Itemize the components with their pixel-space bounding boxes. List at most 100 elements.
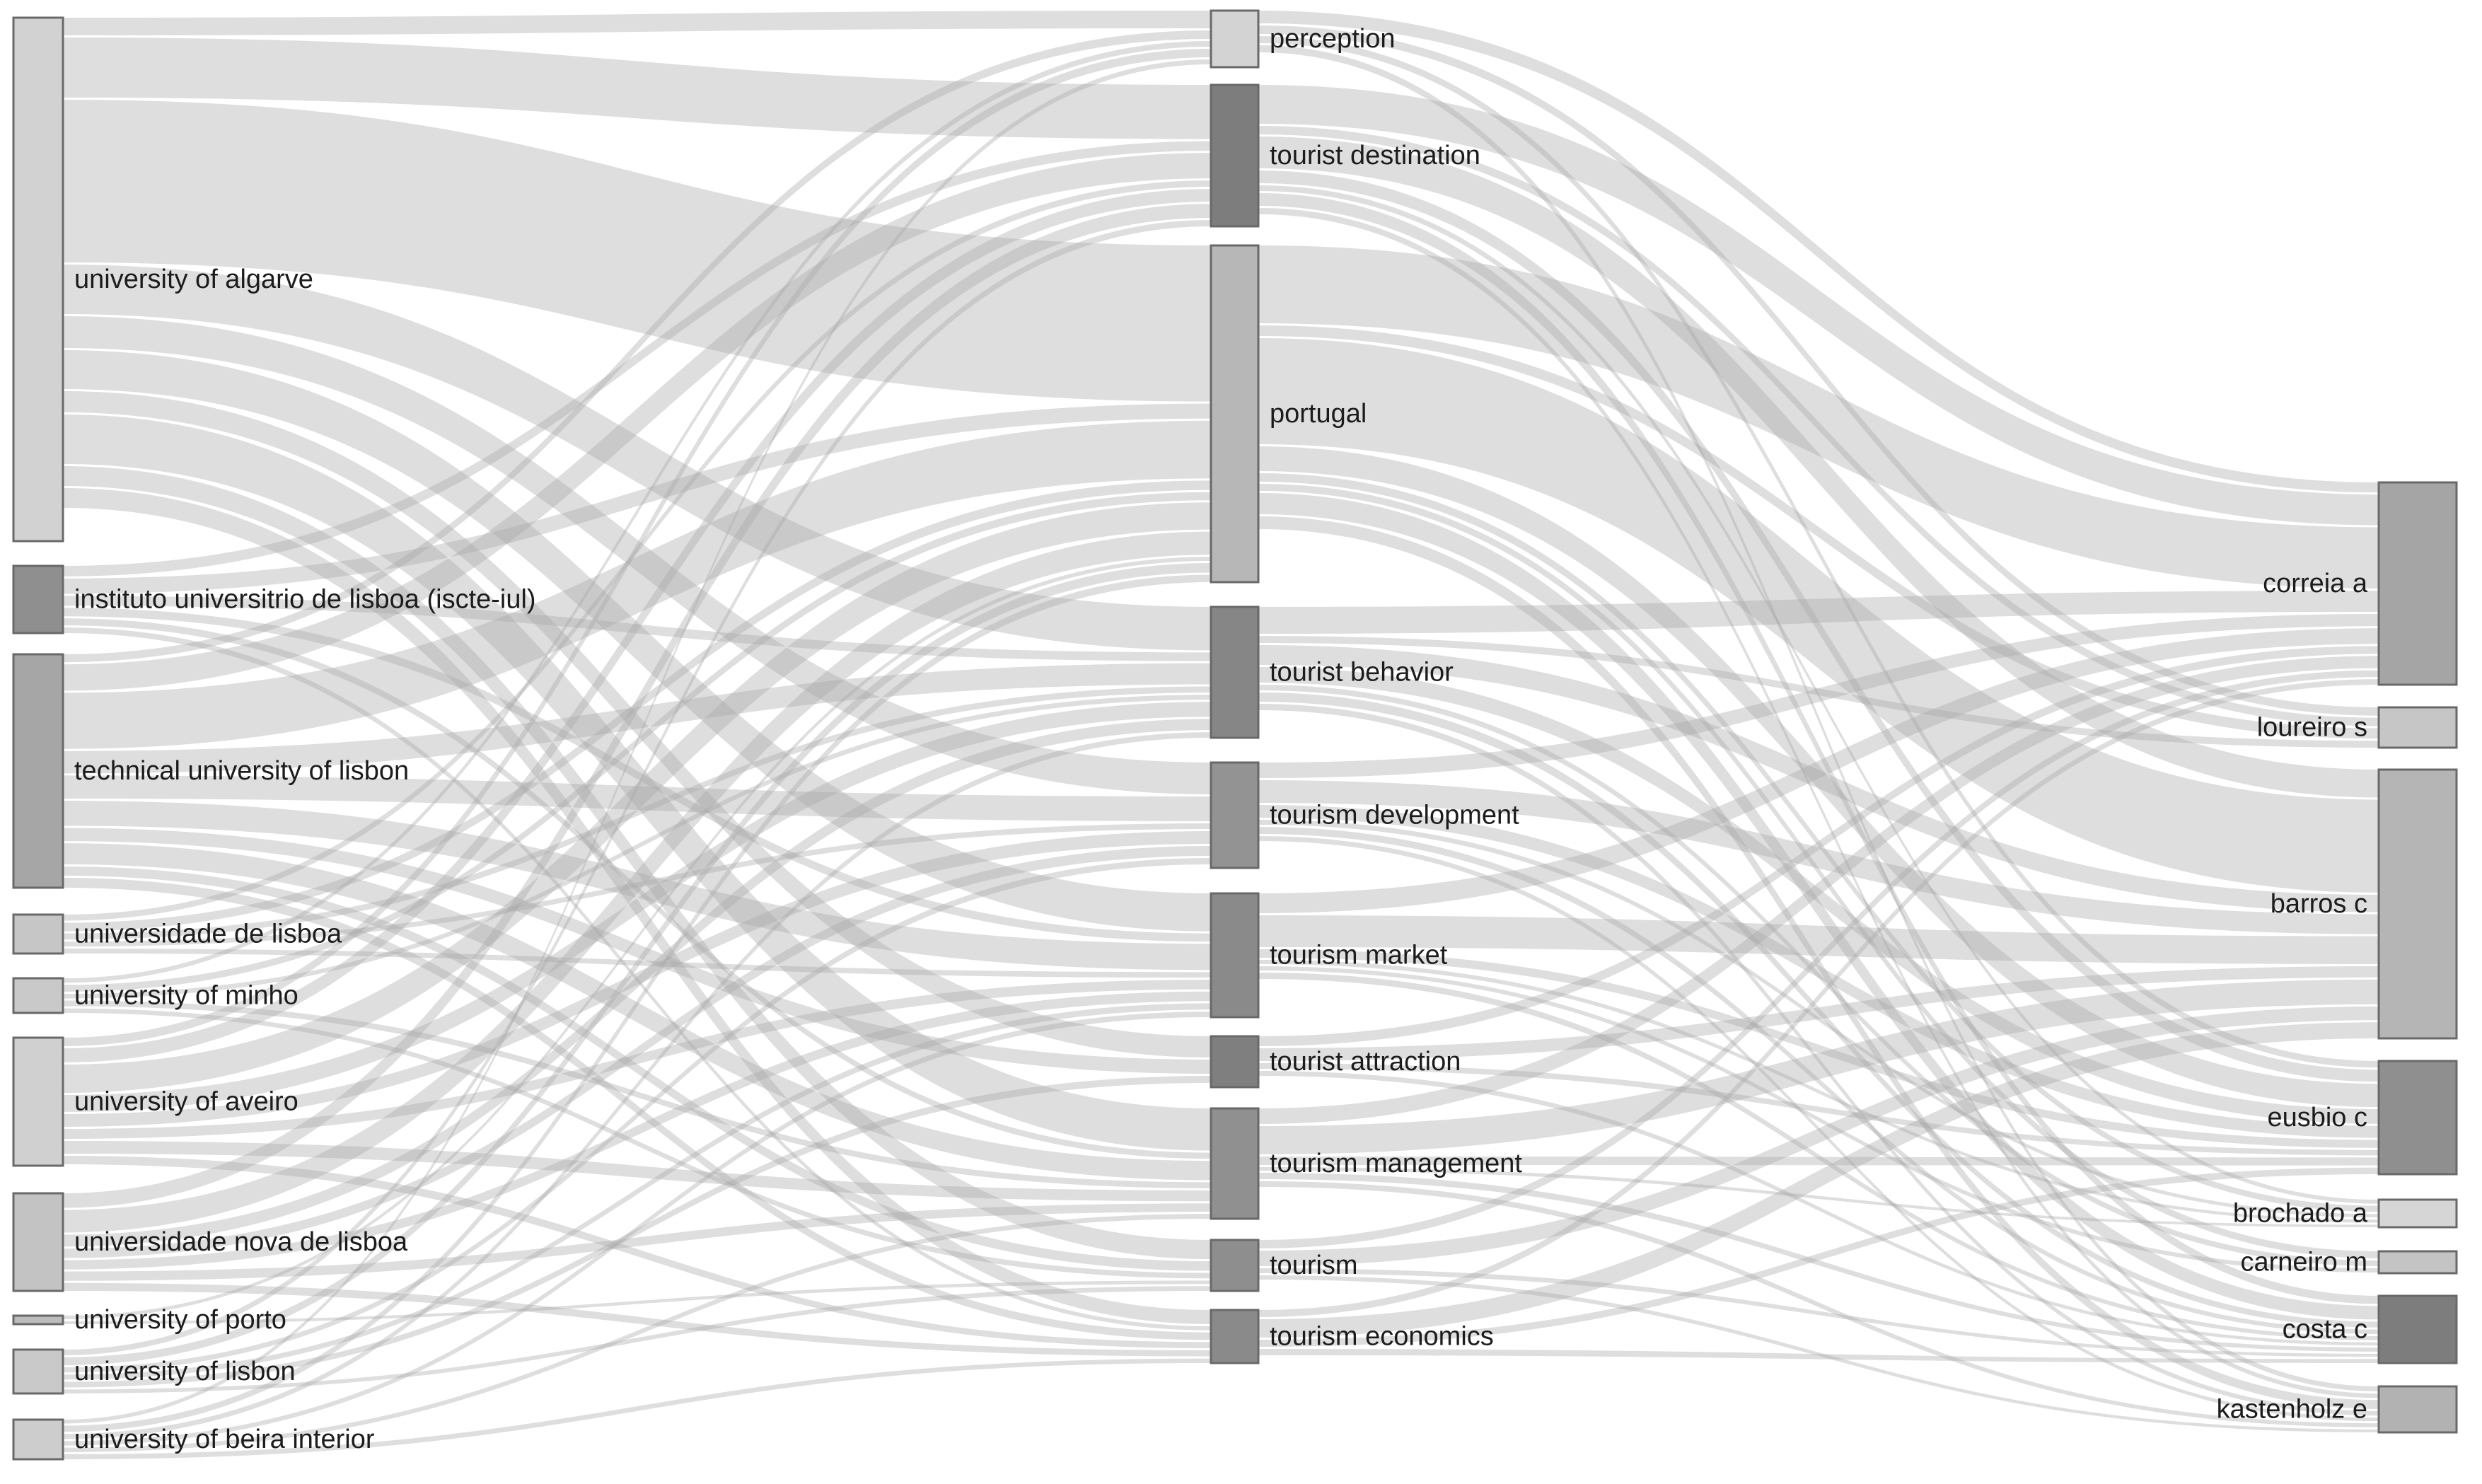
flow-link-tourism-economics--costa-c xyxy=(1258,1349,2379,1363)
flow-link-technical-university-of-lisbon--tourism xyxy=(63,866,1211,1271)
flow-link-university-of-algarve--tourism-market xyxy=(63,350,1211,932)
flow-link-technical-university-of-lisbon--perception xyxy=(63,30,1211,663)
sankey-node-label-technical-university-of-lisbon: technical university of lisbon xyxy=(74,756,409,786)
sankey-node-barros-c xyxy=(2377,768,2458,1040)
sankey-node-university-of-porto xyxy=(12,1314,64,1326)
flow-link-tourism-development--correia-a xyxy=(1258,613,2379,778)
flow-link-technical-university-of-lisbon--tourism-economics xyxy=(63,878,1211,1340)
flow-link-technical-university-of-lisbon--tourist-destination xyxy=(63,153,1211,691)
flow-link-universidade-de-lisboa--portugal xyxy=(63,480,1211,932)
flow-link-tourism-development--barros-c xyxy=(1258,780,2379,934)
flow-link-tourist-destination--kastenholz-e xyxy=(1258,208,2379,1398)
flow-link-tourism--barros-c xyxy=(1258,1006,2379,1266)
flow-link-tourist-behavior--carneiro-m xyxy=(1258,685,2379,1266)
flow-link-instituto-universitrio-de-lisboa-iscte-iul---tourism-management xyxy=(63,618,1211,1159)
flow-link-tourist-behavior--costa-c xyxy=(1258,692,2379,1328)
flow-link-tourist-destination--brochado-a xyxy=(1258,185,2379,1204)
flow-link-universidade-de-lisboa--tourism-market xyxy=(63,949,1211,978)
flow-link-university-of-aveiro--tourist-behavior xyxy=(63,702,1211,1112)
sankey-node-eusbio-c xyxy=(2377,1060,2458,1176)
sankey-node-label-universidade-nova-de-lisboa: universidade nova de lisboa xyxy=(74,1227,408,1257)
flow-link-tourist-destination--correia-a xyxy=(1258,85,2379,526)
flow-link-tourist-behavior--loureiro-s xyxy=(1258,636,2379,748)
flow-link-perception--correia-a xyxy=(1258,11,2379,493)
flow-link-tourist-behavior--barros-c xyxy=(1258,645,2379,912)
flow-link-university-of-beira-interior--tourism-market xyxy=(63,1011,1211,1446)
flow-link-tourism--costa-c xyxy=(1258,1268,2379,1357)
flow-link-university-of-algarve--tourism-economics xyxy=(63,488,1211,1324)
sankey-node-instituto-universitrio-de-lisboa-iscte-iul- xyxy=(12,564,64,634)
sankey-node-label-tourism-economics: tourism economics xyxy=(1270,1322,1494,1352)
flow-link-tourist-destination--eusbio-c xyxy=(1258,170,2379,1082)
flow-link-university-of-aveiro--tourism-market xyxy=(63,980,1211,1139)
sankey-node-label-perception: perception xyxy=(1270,24,1395,54)
sankey-node-costa-c xyxy=(2377,1294,2458,1364)
sankey-node-perception xyxy=(1210,9,1260,69)
sankey-node-label-university-of-porto: university of porto xyxy=(74,1305,286,1335)
sankey-node-universidade-de-lisboa xyxy=(12,913,64,955)
flow-link-university-of-aveiro--tourism-economics xyxy=(63,1156,1211,1348)
flow-link-tourism-economics--barros-c xyxy=(1258,1022,2379,1338)
flow-link-tourist-destination--costa-c xyxy=(1258,193,2379,1304)
sankey-node-label-barros-c: barros c xyxy=(2271,889,2367,919)
sankey-node-label-university-of-lisbon: university of lisbon xyxy=(74,1357,296,1386)
flow-link-tourist-attraction--eusbio-c xyxy=(1258,1063,2379,1156)
flow-link-university-of-porto--tourism xyxy=(63,1280,1211,1324)
flow-link-tourist-attraction--costa-c xyxy=(1258,1071,2379,1346)
sankey-node-university-of-aveiro xyxy=(12,1036,64,1167)
sankey-node-label-universidade-de-lisboa: universidade de lisboa xyxy=(74,920,342,949)
sankey-node-label-portugal: portugal xyxy=(1270,399,1367,429)
flow-link-tourism-development--eusbio-c xyxy=(1258,805,2379,1138)
flow-link-tourism-management--costa-c xyxy=(1258,1173,2379,1352)
flow-link-tourism--correia-a xyxy=(1258,670,2379,1248)
flow-link-universidade-de-lisboa--tourist-destination xyxy=(63,180,1211,921)
sankey-node-label-eusbio-c: eusbio c xyxy=(2267,1103,2367,1132)
sankey-node-label-tourism-management: tourism management xyxy=(1270,1149,1522,1178)
flow-link-tourism-development--brochado-a xyxy=(1258,820,2379,1218)
flow-link-portugal--costa-c xyxy=(1258,493,2379,1320)
sankey-node-tourism xyxy=(1210,1239,1260,1292)
flow-link-university-of-beira-interior--tourism-management xyxy=(63,1214,1211,1452)
flow-link-tourism-management--kastenholz-e xyxy=(1258,1181,2379,1427)
flow-link-perception--kastenholz-e xyxy=(1258,45,2379,1392)
sankey-node-label-tourist-attraction: tourist attraction xyxy=(1270,1047,1461,1077)
flow-link-tourist-behavior--kastenholz-e xyxy=(1258,704,2379,1416)
flow-link-university-of-lisbon--tourism xyxy=(63,1286,1211,1393)
flow-link-tourist-destination--loureiro-s xyxy=(1258,126,2379,726)
flow-link-perception--loureiro-s xyxy=(1258,25,2379,716)
flow-link-universidade-de-lisboa--tourist-behavior xyxy=(63,686,1211,940)
flow-link-tourism-market--carneiro-m xyxy=(1258,966,2379,1273)
sankey-node-university-of-minho xyxy=(12,977,64,1014)
flow-link-tourism-economics--eusbio-c xyxy=(1258,1167,2379,1347)
sankey-node-correia-a xyxy=(2377,481,2458,686)
sankey-node-label-university-of-aveiro: university of aveiro xyxy=(74,1087,298,1117)
flow-link-university-of-algarve--perception xyxy=(63,11,1211,35)
sankey-node-label-tourism: tourism xyxy=(1270,1251,1358,1280)
sankey-node-brochado-a xyxy=(2377,1198,2458,1229)
sankey-node-kastenholz-e xyxy=(2377,1385,2458,1434)
flow-link-universidade-nova-de-lisboa--tourism-development xyxy=(63,846,1211,1258)
flow-link-university-of-aveiro--portugal xyxy=(63,502,1211,1093)
sankey-node-label-tourist-behavior: tourist behavior xyxy=(1270,658,1454,688)
flow-link-portugal--barros-c xyxy=(1258,338,2379,893)
flow-link-portugal--loureiro-s xyxy=(1258,325,2379,739)
sankey-node-tourist-behavior xyxy=(1210,605,1260,739)
flow-link-university-of-beira-interior--perception xyxy=(63,59,1211,1424)
flow-link-university-of-aveiro--perception xyxy=(63,49,1211,1046)
flow-link-university-of-aveiro--tourism-management xyxy=(63,1141,1211,1202)
flow-link-tourist-attraction--barros-c xyxy=(1258,966,2379,1061)
sankey-node-label-university-of-minho: university of minho xyxy=(74,981,298,1011)
sankey-node-technical-university-of-lisbon xyxy=(12,653,64,889)
flow-link-tourism-management--barros-c xyxy=(1258,979,2379,1154)
sankey-node-tourism-development xyxy=(1210,761,1260,869)
sankey-node-label-loureiro-s: loureiro s xyxy=(2257,713,2367,743)
flow-link-university-of-minho--tourism xyxy=(63,1008,1211,1279)
flow-link-university-of-lisbon--tourist-attraction xyxy=(63,1076,1211,1388)
flow-link-universidade-nova-de-lisboa--tourist-destination xyxy=(63,204,1211,1208)
flow-link-tourism-market--costa-c xyxy=(1258,973,2379,1340)
flow-link-instituto-universitrio-de-lisboa-iscte-iul---tourist-behavior xyxy=(63,596,1211,661)
sankey-node-label-university-of-algarve: university of algarve xyxy=(74,265,313,294)
